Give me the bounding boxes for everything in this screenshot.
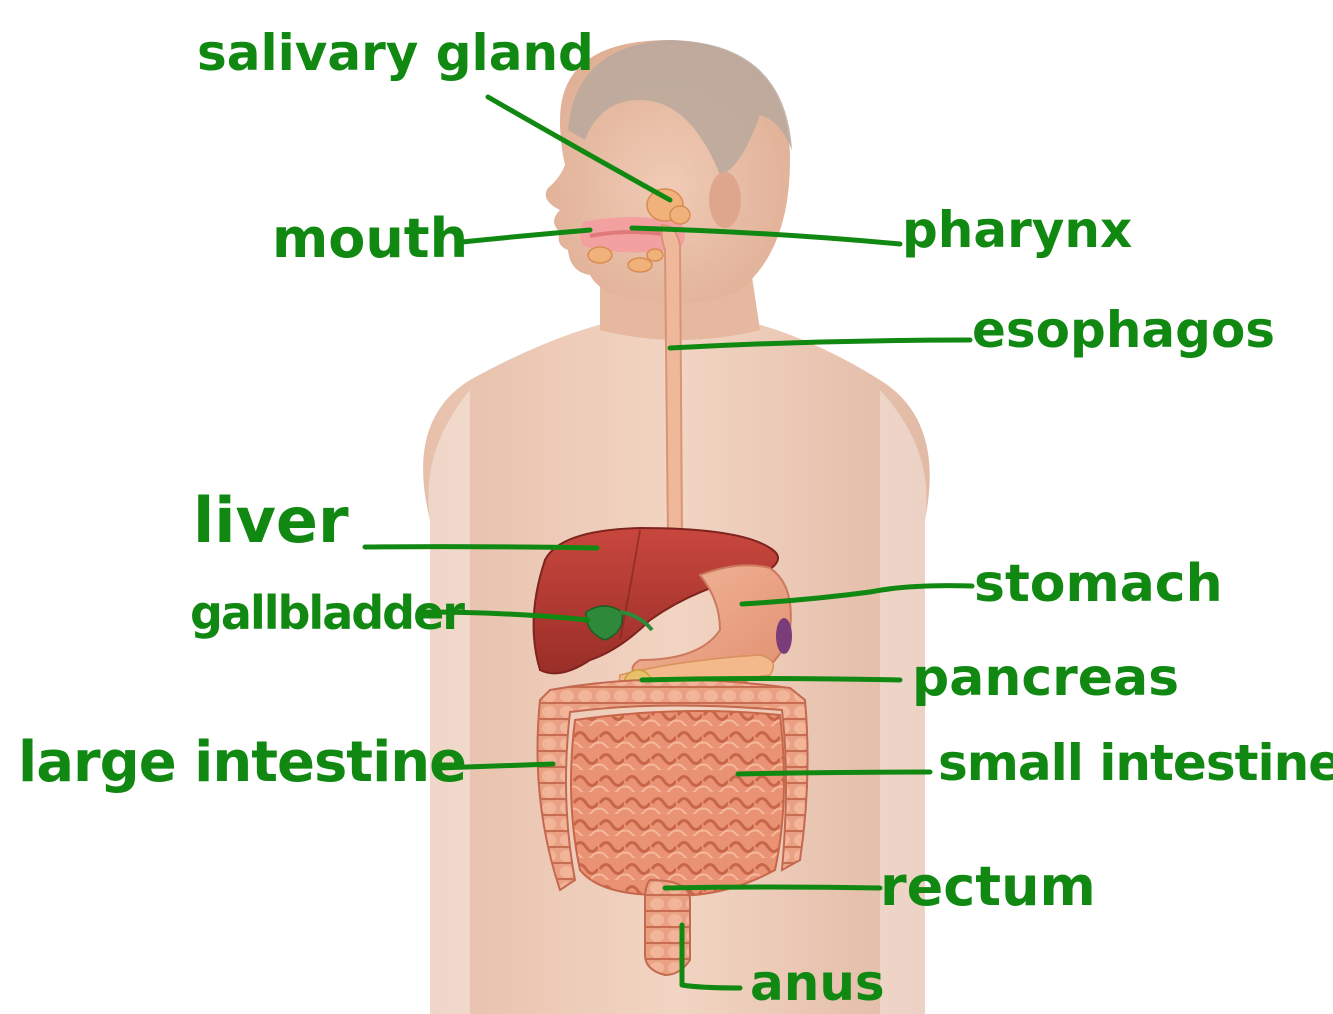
label-pancreas: pancreas <box>912 652 1179 704</box>
label-liver: liver <box>193 490 349 552</box>
label-large-intestine: large intestine <box>18 735 466 791</box>
liver-leader <box>365 547 597 548</box>
label-pharynx: pharynx <box>902 205 1132 255</box>
label-stomach: stomach <box>974 558 1223 610</box>
label-mouth: mouth <box>272 212 468 266</box>
rectum-leader <box>665 887 880 888</box>
label-anus: anus <box>750 958 885 1008</box>
label-gallbladder: gallbladder <box>190 590 463 636</box>
pancreas-leader <box>642 679 900 681</box>
small-intestine-leader <box>738 772 930 774</box>
label-salivary-gland: salivary gland <box>197 28 594 78</box>
label-small-intestine: small intestine <box>938 738 1333 788</box>
label-esophagus: esophagos <box>972 305 1275 355</box>
label-rectum: rectum <box>880 860 1096 914</box>
small-intestine-organ <box>571 711 784 896</box>
